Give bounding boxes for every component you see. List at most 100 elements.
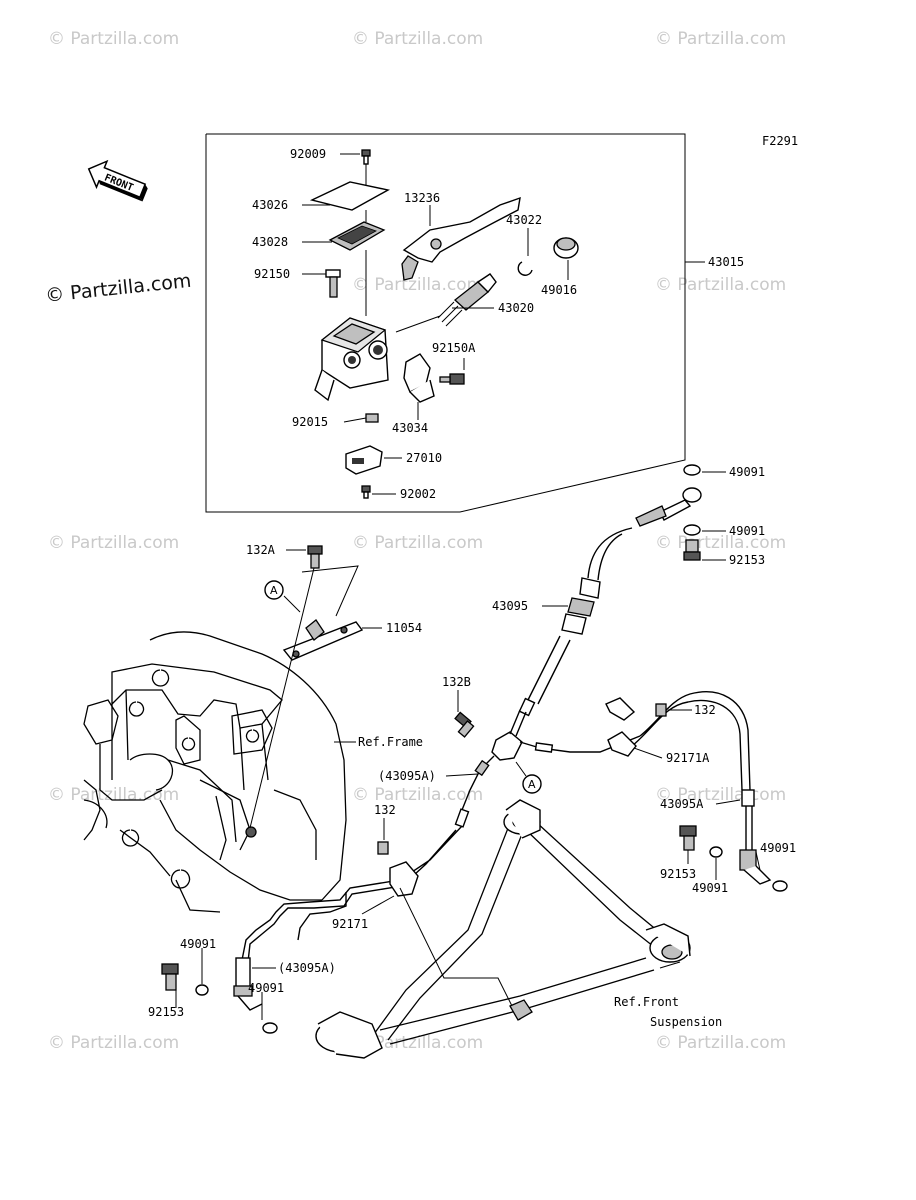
diaphragm-43028 <box>328 221 386 251</box>
leader-lines-top <box>302 153 569 495</box>
label-92015: 92015 <box>292 415 328 429</box>
watermark: © Partzilla.com <box>655 29 786 49</box>
leader-lines-susp <box>659 961 681 969</box>
bolt-92153-a <box>683 539 701 561</box>
label-49091: 49091 <box>729 465 765 479</box>
lever-13236 <box>401 196 521 281</box>
bracket-11054 <box>282 619 364 661</box>
label-49091: 49091 <box>248 981 284 995</box>
boot-49016 <box>553 237 579 259</box>
label-43028: 43028 <box>252 235 288 249</box>
callout-a-label: A <box>528 778 536 791</box>
leader-lines-junction <box>383 690 479 840</box>
leader-lines-left <box>175 895 395 1020</box>
washer-49091-d <box>709 846 723 858</box>
leader-lines-upper-hose <box>542 471 726 607</box>
label-27010: 27010 <box>406 451 442 465</box>
master-cylinder-parts <box>309 149 579 499</box>
label-49091: 49091 <box>692 881 728 895</box>
bolt-92150A <box>439 373 465 385</box>
watermark: © Partzilla.com <box>352 1033 483 1053</box>
vehicle-frame <box>83 631 347 913</box>
label-ref-front: Ref.Front <box>614 995 679 1009</box>
clamp-92171A <box>605 697 637 757</box>
watermark: © Partzilla.com <box>48 533 179 553</box>
watermark: © Partzilla.com <box>655 275 786 295</box>
label-43095A: (43095A) <box>278 961 336 975</box>
label-132: 132 <box>694 703 716 717</box>
label-suspension: Suspension <box>650 1015 722 1029</box>
label-92171A: 92171A <box>666 751 710 765</box>
watermark: © Partzilla.com <box>48 785 179 805</box>
clamp-92171 <box>389 861 419 897</box>
label-49091: 49091 <box>760 841 796 855</box>
watermark: © Partzilla.com <box>655 533 786 553</box>
label-49091: 49091 <box>180 937 216 951</box>
label-92153: 92153 <box>660 867 696 881</box>
clamp-hole <box>245 826 257 838</box>
label-92150A: 92150A <box>432 341 476 355</box>
leader-lines-frame <box>283 549 382 743</box>
washer-49091-e <box>195 984 209 996</box>
left-brake-line <box>161 825 463 1034</box>
label-43026: 43026 <box>252 198 288 212</box>
label-49091: 49091 <box>729 524 765 538</box>
label-43015: 43015 <box>708 255 744 269</box>
holder-43034 <box>403 353 435 403</box>
label-43095A: (43095A) <box>378 769 436 783</box>
washer-49091-f <box>262 1022 278 1034</box>
leader-lines-right <box>633 709 761 880</box>
bolt-92150 <box>325 269 341 298</box>
watermark: © Partzilla.com <box>352 29 483 49</box>
watermark-layer: © Partzilla.com © Partzilla.com © Partzi… <box>44 29 786 1053</box>
clip-43022 <box>517 261 533 276</box>
label-13236: 13236 <box>404 191 440 205</box>
bolt-132A <box>307 545 323 569</box>
labels-upper-hose: 49091 49091 92153 43095 <box>492 465 765 613</box>
label-132A: 132A <box>246 543 276 557</box>
banjo-fitting <box>635 487 702 527</box>
switch-27010 <box>345 445 383 475</box>
master-cylinder-body <box>314 317 389 402</box>
screw-92009 <box>361 149 371 165</box>
upper-hose-assembly <box>518 464 702 717</box>
nut-92015 <box>365 413 379 423</box>
label-92002: 92002 <box>400 487 436 501</box>
label-43095A: 43095A <box>660 797 704 811</box>
label-92150: 92150 <box>254 267 290 281</box>
bolt-132-b <box>377 841 389 855</box>
watermark: © Partzilla.com <box>48 29 179 49</box>
front-arrow-icon: FRONT <box>87 159 148 202</box>
front-suspension-arm <box>315 799 691 1059</box>
label-ref-frame: Ref.Frame <box>358 735 423 749</box>
label-92171: 92171 <box>332 917 368 931</box>
watermark: © Partzilla.com <box>352 533 483 553</box>
callout-a2: A <box>515 761 542 794</box>
right-brake-line <box>605 691 788 892</box>
label-43034: 43034 <box>392 421 428 435</box>
labels-junction: 132B (43095A) 132 <box>374 675 471 817</box>
hose-43095 <box>587 527 633 581</box>
label-92153: 92153 <box>148 1005 184 1019</box>
label-43020: 43020 <box>498 301 534 315</box>
watermark: © Partzilla.com <box>352 275 483 295</box>
watermark: © Partzilla.com <box>352 785 483 805</box>
bolt-132 <box>655 703 667 717</box>
callout-a-label: A <box>270 584 278 597</box>
label-43022: 43022 <box>506 213 542 227</box>
label-92153: 92153 <box>729 553 765 567</box>
piston-43020 <box>437 273 497 327</box>
label-92009: 92009 <box>290 147 326 161</box>
watermark-dark: © Partzilla.com <box>44 270 192 307</box>
figure-code: F2291 <box>762 134 798 148</box>
labels-frame: 132A 11054 Ref.Frame <box>246 543 423 749</box>
labels-left: 92171 49091 (43095A) 49091 92153 <box>148 917 368 1019</box>
washer-49091-a <box>683 464 701 476</box>
watermark: © Partzilla.com <box>655 1033 786 1053</box>
labels-susp: Ref.Front Suspension <box>614 995 722 1029</box>
label-43095: 43095 <box>492 599 528 613</box>
label-132B: 132B <box>442 675 471 689</box>
washer-49091-b <box>683 524 701 536</box>
labels-right: 132 92171A 43095A 49091 92153 49091 <box>660 703 796 895</box>
label-132: 132 <box>374 803 396 817</box>
